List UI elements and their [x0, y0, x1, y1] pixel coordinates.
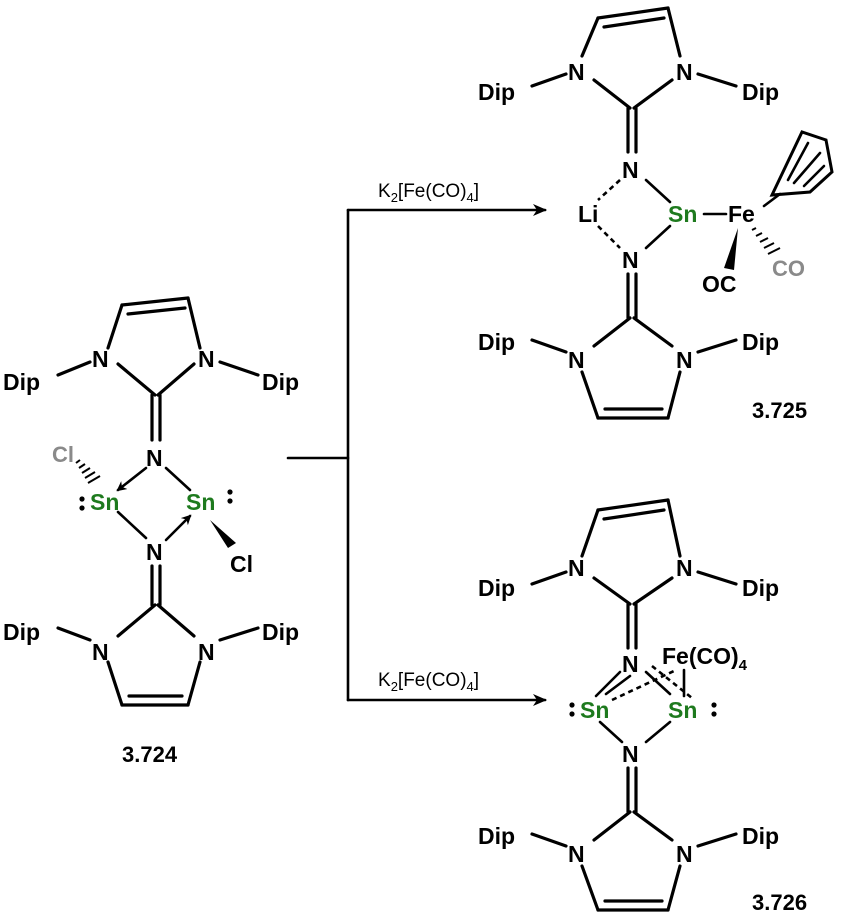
hashed-wedge	[75, 459, 101, 484]
n-atom: N	[92, 346, 109, 372]
n-atom: N	[622, 247, 639, 273]
n-atom: N	[92, 639, 109, 665]
dip-group: Dip	[262, 369, 299, 395]
tin-atom: Sn	[668, 697, 697, 723]
compound-number: 3.724	[122, 742, 178, 767]
imidazole-ring-bottom	[530, 810, 738, 912]
n-atom: N	[622, 651, 639, 677]
dip-group: Dip	[478, 79, 515, 105]
tin-atom: Sn	[580, 697, 609, 723]
imidazole-ring-top	[530, 498, 738, 650]
tin-atom: Sn	[668, 201, 697, 227]
dip-group: Dip	[742, 79, 779, 105]
n-atom: N	[622, 741, 639, 767]
n-atom: N	[146, 445, 163, 471]
reagent-label: K2[Fe(CO)4]	[378, 670, 479, 694]
hashed-wedge	[751, 227, 781, 255]
n-atom: N	[676, 59, 693, 85]
n-atom: N	[146, 539, 163, 565]
dip-group: Dip	[742, 575, 779, 601]
dip-group: Dip	[3, 369, 40, 395]
imidazole-ring-bottom	[530, 316, 738, 420]
tin-atom: Sn	[186, 489, 215, 515]
compound-number: 3.725	[752, 398, 807, 423]
n-atom: N	[676, 347, 693, 373]
iron-tetracarbonyl: Fe(CO)4	[662, 643, 748, 674]
imidazole-ring-top	[530, 6, 738, 154]
dip-group: Dip	[478, 329, 515, 355]
carbonyl-ligand: CO	[772, 256, 805, 281]
dip-group: Dip	[742, 329, 779, 355]
reagent-label: K2[Fe(CO)4]	[378, 181, 479, 205]
n-atom: N	[568, 59, 585, 85]
compound-3726: N N Dip Dip N Fe(CO)4 Sn Sn N	[478, 498, 807, 915]
reaction-arrows	[286, 204, 547, 706]
compound-number: 3.726	[752, 890, 807, 915]
n-atom: N	[676, 555, 693, 581]
cyclopentadienyl-ring	[762, 130, 834, 208]
dip-group: Dip	[262, 619, 299, 645]
compound-3725: N N Dip Dip N Li Sn N Fe OC	[478, 6, 834, 423]
n-atom: N	[198, 639, 215, 665]
iron-atom: Fe	[728, 201, 755, 227]
n-atom: N	[568, 841, 585, 867]
tin-atom: Sn	[90, 489, 119, 515]
n-atom: N	[568, 347, 585, 373]
bold-wedge	[210, 520, 236, 548]
lithium-atom: Li	[578, 201, 598, 227]
dip-group: Dip	[478, 575, 515, 601]
n-atom: N	[676, 841, 693, 867]
dip-group: Dip	[478, 823, 515, 849]
carbonyl-ligand: OC	[702, 271, 737, 297]
imidazole-ring-bottom	[56, 603, 260, 707]
dip-group: Dip	[3, 619, 40, 645]
n-atom: N	[568, 555, 585, 581]
bold-wedge	[724, 228, 738, 270]
chlorine-atom: Cl	[52, 442, 74, 467]
dip-group: Dip	[742, 823, 779, 849]
imidazole-ring-top	[56, 296, 260, 442]
chlorine-atom: Cl	[230, 551, 253, 577]
compound-3724: N N Dip Dip N Sn Sn N Cl Cl	[3, 296, 299, 767]
n-atom: N	[198, 346, 215, 372]
n-atom: N	[622, 157, 639, 183]
